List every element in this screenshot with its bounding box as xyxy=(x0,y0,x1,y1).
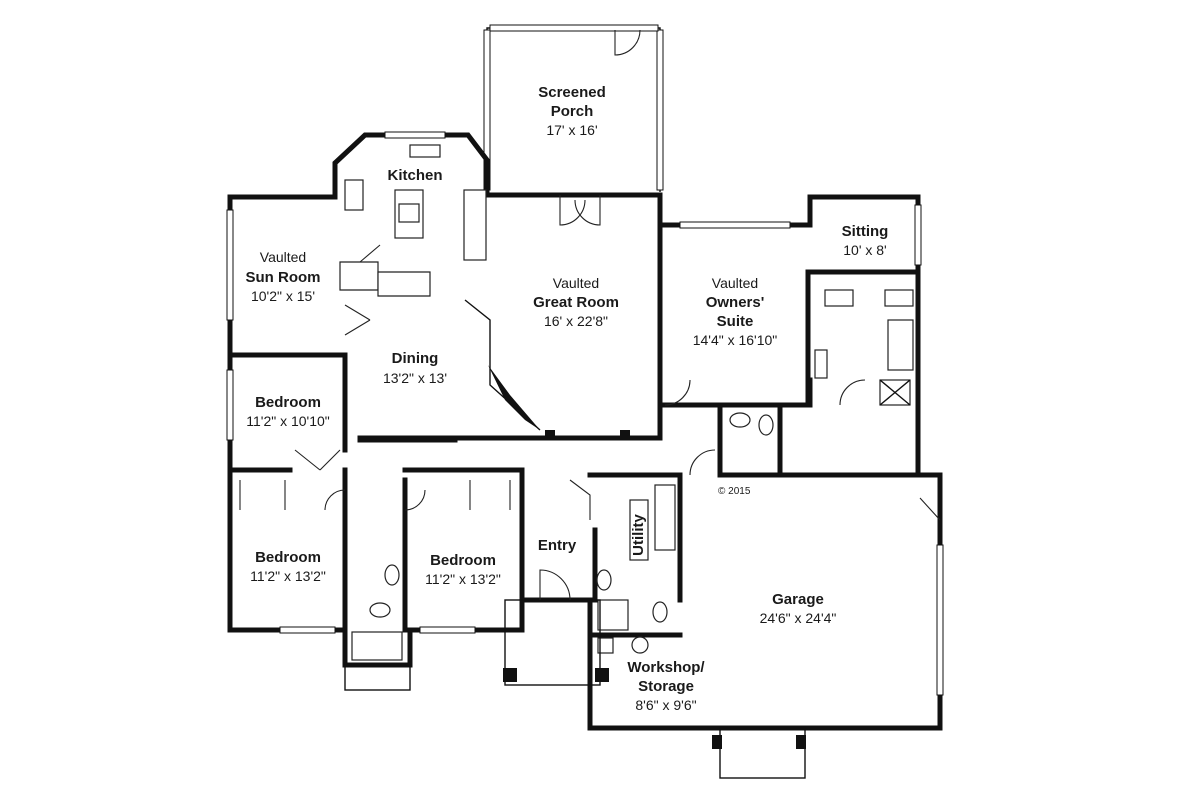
great-label: Great Room xyxy=(533,294,619,311)
workshop-label: Workshop/ xyxy=(627,659,705,676)
fireplace xyxy=(464,299,630,440)
bedroom-3-label: Bedroom xyxy=(430,552,496,569)
sunroom-label: Sun Room xyxy=(246,269,321,286)
great-size: 16' x 22'8" xyxy=(544,313,608,329)
exterior-walls xyxy=(227,132,943,731)
kitchen-label: Kitchen xyxy=(387,167,442,184)
interior-walls xyxy=(227,269,921,638)
sitting-size: 10' x 8' xyxy=(843,242,886,258)
bedroom-1-label: Bedroom xyxy=(255,394,321,411)
kitchen-fixtures xyxy=(339,144,487,297)
sunroom-size: 10'2" x 15' xyxy=(251,288,315,304)
bedroom-1-size: 11'2" x 10'10" xyxy=(246,413,330,429)
owners-bath-fixtures xyxy=(729,289,914,436)
garage-bay xyxy=(712,497,941,779)
great-prefix: Vaulted xyxy=(553,275,599,291)
owners-size: 14'4" x 16'10" xyxy=(693,332,778,348)
doors xyxy=(239,195,866,520)
owners-label-2: Suite xyxy=(717,313,754,330)
garage-size: 24'6" x 24'4" xyxy=(760,610,837,626)
garage-label: Garage xyxy=(772,591,824,608)
bedroom-2-size: 11'2" x 13'2" xyxy=(250,568,326,584)
entry-porch xyxy=(503,569,609,686)
bedroom-3-size: 11'2" x 13'2" xyxy=(425,571,501,587)
room-labels: Screened Porch 17' x 16' Kitchen Vaulted… xyxy=(246,84,889,713)
owners-label: Owners' xyxy=(706,294,765,311)
windows xyxy=(226,131,944,696)
porch-label-2: Porch xyxy=(551,103,594,120)
workshop-size: 8'6" x 9'6" xyxy=(635,697,696,713)
porch-size: 17' x 16' xyxy=(546,122,597,138)
hall-bath-fixtures xyxy=(344,564,411,691)
utility-label: Utility xyxy=(630,514,647,556)
sunroom-prefix: Vaulted xyxy=(260,249,306,265)
screened-porch-structure xyxy=(483,24,664,192)
copyright-text: © 2015 xyxy=(718,486,751,497)
dining-label: Dining xyxy=(392,350,439,367)
workshop-label-2: Storage xyxy=(638,678,694,695)
porch-label: Screened xyxy=(538,84,606,101)
dining-size: 13'2" x 13' xyxy=(383,370,447,386)
owners-prefix: Vaulted xyxy=(712,275,758,291)
sitting-label: Sitting xyxy=(842,223,889,240)
utility-fixtures xyxy=(596,484,676,654)
bedroom-2-label: Bedroom xyxy=(255,549,321,566)
entry-label: Entry xyxy=(538,537,577,554)
